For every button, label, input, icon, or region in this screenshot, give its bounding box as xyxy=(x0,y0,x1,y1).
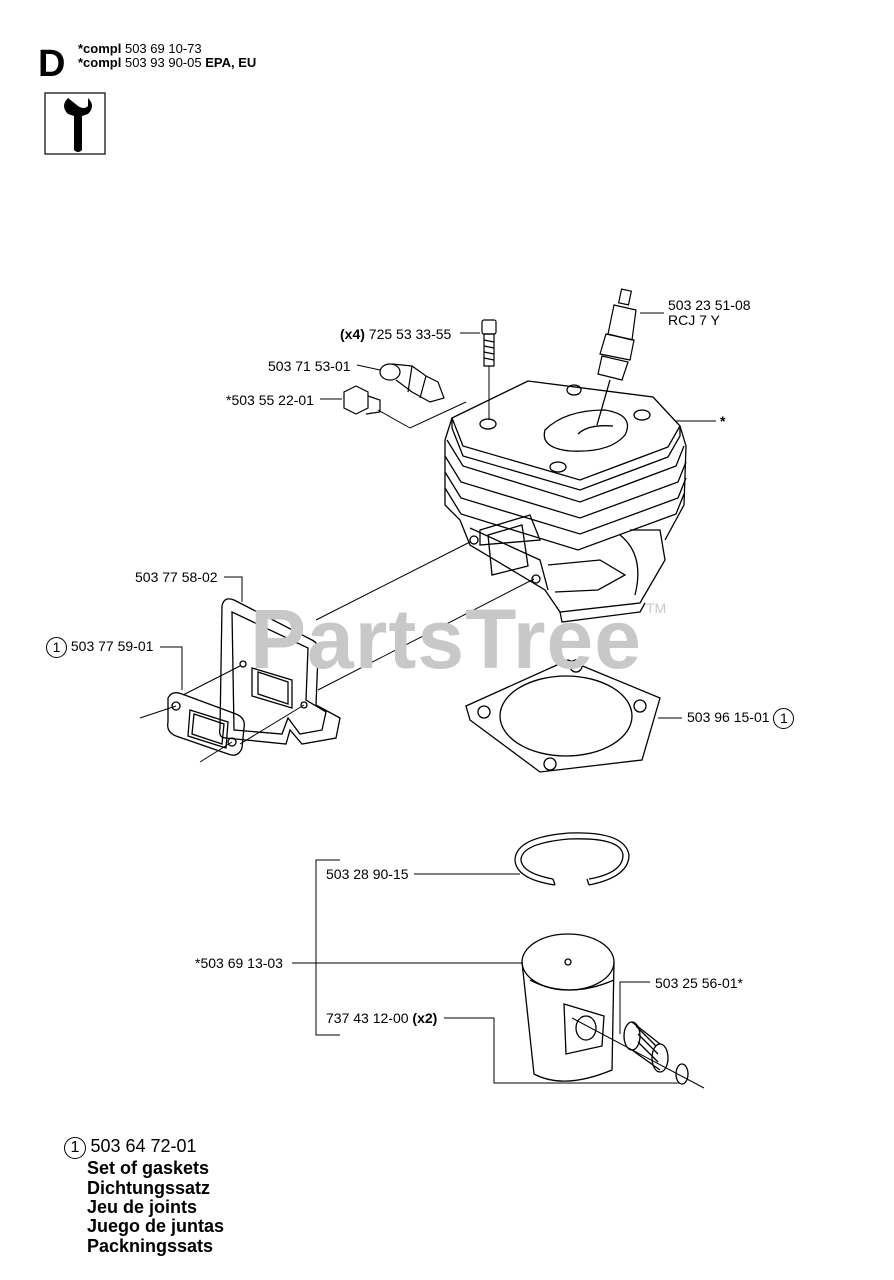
watermark: PartsTree xyxy=(250,592,642,686)
legend-line-sv: Packningssats xyxy=(87,1236,214,1256)
label-base-gasket[interactable]: 503 96 15-01 1 xyxy=(687,708,795,729)
label-circlip[interactable]: 737 43 12-00 (x2) xyxy=(326,1010,437,1026)
label-muffler-gasket[interactable]: 503 77 58-02 xyxy=(135,569,218,585)
label-needle-bearing[interactable]: 503 25 56-01* xyxy=(655,975,743,991)
legend-line-de: Dichtungssatz xyxy=(87,1178,211,1198)
label-circlip-number: 737 43 12-00 xyxy=(326,1010,409,1026)
header-line-2-number: 503 93 90-05 xyxy=(124,55,202,70)
label-piston-ring[interactable]: 503 28 90-15 xyxy=(326,866,409,882)
label-intake-gasket[interactable]: 1 503 77 59-01 xyxy=(46,637,153,658)
legend-line-es: Juego de juntas xyxy=(87,1216,225,1236)
legend-line-fr: Jeu de joints xyxy=(87,1197,198,1217)
label-cylinder-star: * xyxy=(720,413,726,429)
label-intake-gasket-number: 503 77 59-01 xyxy=(70,638,154,655)
header-line-1: *compl 503 69 10-73 xyxy=(78,42,202,56)
header-line-1-prefix: *compl xyxy=(78,41,122,56)
legend-header: 1 503 64 72-01 xyxy=(64,1136,197,1159)
header-line-2-prefix: *compl xyxy=(78,55,122,70)
label-screw[interactable]: (x4) 725 53 33-55 xyxy=(340,326,451,342)
label-spark-plug[interactable]: 503 23 51-08 xyxy=(668,297,751,313)
legend-number: 503 64 72-01 xyxy=(90,1136,197,1156)
screw-drawing xyxy=(481,319,497,367)
cylinder-drawing xyxy=(444,380,687,623)
label-plug[interactable]: *503 55 22-01 xyxy=(226,392,314,408)
label-base-gasket-number: 503 96 15-01 xyxy=(687,709,770,726)
piston-drawing xyxy=(521,933,615,1082)
label-spark-plug-note: RCJ 7 Y xyxy=(668,312,720,328)
header-line-2-suffix: EPA, EU xyxy=(205,55,257,70)
watermark-tm: TM xyxy=(646,600,667,616)
piston-ring-drawing xyxy=(514,832,630,886)
label-screw-qty: (x4) xyxy=(340,326,365,342)
gasket-set-marker: 1 xyxy=(773,708,795,729)
leader-lines xyxy=(139,312,716,1089)
header-line-2: *compl 503 93 90-05 EPA, EU xyxy=(78,56,256,70)
label-piston-kit[interactable]: *503 69 13-03 xyxy=(195,955,283,971)
label-decomp-valve[interactable]: 503 71 53-01 xyxy=(268,358,351,374)
legend-line-en: Set of gaskets xyxy=(87,1158,210,1178)
intake-gasket-drawing xyxy=(167,692,245,756)
section-letter: D xyxy=(38,43,66,85)
circlip-drawing xyxy=(675,1063,689,1085)
gasket-set-marker: 1 xyxy=(46,637,67,658)
wrench-tool-icon xyxy=(44,92,106,155)
needle-bearing-drawing xyxy=(623,1021,669,1073)
plug-drawing xyxy=(343,385,381,415)
muffler-gasket-drawing xyxy=(218,598,341,745)
legend-marker: 1 xyxy=(64,1136,86,1159)
label-circlip-qty: (x2) xyxy=(412,1010,438,1026)
header-line-1-number: 503 69 10-73 xyxy=(124,41,202,56)
base-gasket-drawing xyxy=(465,659,661,773)
label-screw-number: 725 53 33-55 xyxy=(368,326,452,342)
decomp-valve-drawing xyxy=(379,363,445,403)
